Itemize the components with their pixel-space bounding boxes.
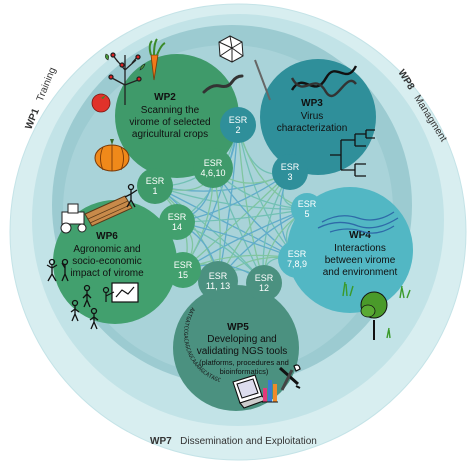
people-icon [46,183,138,330]
esr-node-label: 7,8,9 [287,259,307,269]
tomato-icon [91,93,111,113]
svg-text:virome of selected: virome of selected [129,117,210,128]
svg-text:Developing and: Developing and [207,334,277,345]
rod-icon [254,59,271,101]
esr-node-label: ESR [174,260,193,270]
esr-node-label: ESR [209,271,228,281]
shrub-icon [360,291,388,340]
grass-icon [342,281,411,339]
tools-icon [279,364,301,391]
svg-text:WP4: WP4 [349,230,371,241]
svg-text:Interactions: Interactions [334,243,386,254]
laptop-icon [232,374,267,409]
river-icon [317,211,399,234]
esr-node-label: 12 [259,283,269,293]
esr-node-label: 14 [172,222,182,232]
svg-text:socio-economic: socio-economic [72,256,141,267]
esr-node-label: 2 [235,125,240,135]
esr-node-label: ESR [298,199,317,209]
wp2-circle [115,54,239,178]
worm-icon [202,74,244,94]
esr-node-circle [198,261,238,301]
esr-node-label: ESR [288,249,307,259]
wp7-label: WP7 Dissemination and Exploitation [150,431,317,448]
esr-node-circle [272,154,308,190]
svg-text:Scanning the: Scanning the [141,105,200,116]
virus-particle-icon [218,35,244,63]
wp5-text: WP5 Developing and validating NGS tools … [197,322,289,376]
presentation-icon [102,282,139,303]
esr-node-circle [278,240,316,278]
wp6-text: WP6 Agronomic and socio-economic impact … [70,231,144,279]
esr-node-label: ESR [146,176,165,186]
wp3-text: WP3 Virus characterization [277,98,348,134]
esr-node-circle [193,148,233,188]
pumpkin-icon [94,139,130,172]
svg-text:and environment: and environment [323,267,398,278]
esr-node-label: 15 [178,270,188,280]
esr-node-label: 3 [287,172,292,182]
esr-node-label: ESR [168,212,187,222]
carrot-icon [148,38,166,81]
svg-text:Virus: Virus [301,111,324,122]
svg-text:WP3: WP3 [301,98,323,109]
esr-node-label: 1 [152,186,157,196]
svg-text:bioinformatics): bioinformatics) [220,367,269,376]
esr-node-circle [159,204,195,240]
svg-text:between virome: between virome [325,255,396,266]
svg-text:(platforms, procedures and: (platforms, procedures and [199,358,289,367]
svg-text:characterization: characterization [277,123,348,134]
esr-nodes: ESR1ESR2ESR3ESR4,6,10ESR5ESR7,8,9ESR11, … [137,107,323,301]
svg-text:Agronomic and: Agronomic and [73,244,140,255]
wp4-text: WP4 Interactions between virome and envi… [323,230,398,278]
svg-text:WP5: WP5 [227,322,249,333]
svg-text:validating NGS tools: validating NGS tools [197,346,288,357]
svg-text:agricultural crops: agricultural crops [132,129,208,140]
svg-text:WP6: WP6 [96,231,118,242]
esr-node-label: 11, 13 [206,281,230,291]
dna-helix-icon [290,65,358,98]
wp3-circle [260,59,376,175]
esr-node-circle [165,252,201,288]
esr-node-label: ESR [204,158,223,168]
wood-icon [84,195,133,227]
wp5-circle [173,285,299,411]
tree-icon [105,52,146,105]
esr-node-circle [291,193,323,225]
esr-node-circle [246,265,282,301]
bar-chart-icon [262,380,278,403]
wp2-text: WP2 Scanning the virome of selected agri… [129,92,210,140]
esr-node-label: 5 [304,209,309,219]
tractor-icon [60,203,87,234]
esr-node-label: ESR [255,273,274,283]
esr-node-label: ESR [229,115,248,125]
esr-node-label: ESR [281,162,300,172]
esr-node-circle [220,107,256,143]
esr-node-label: 4,6,10 [200,168,225,178]
phylogenetic-tree-icon [330,129,375,177]
svg-text:WP2: WP2 [154,92,176,103]
esr-node-circle [137,168,173,204]
svg-text:impact of virome: impact of virome [70,268,144,279]
